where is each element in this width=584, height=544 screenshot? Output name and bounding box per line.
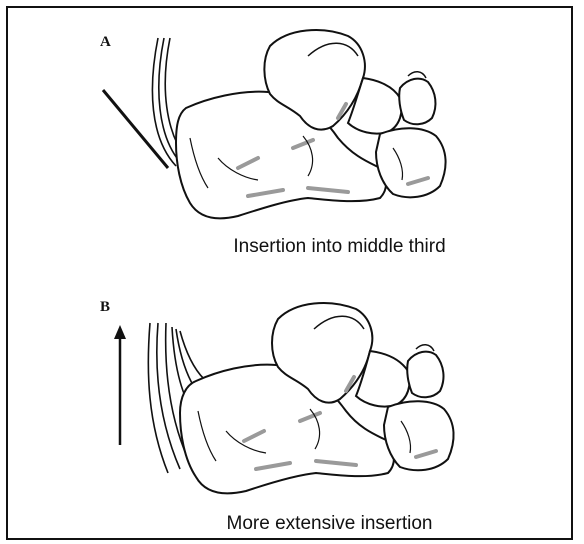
foot-bones-illustration-a (8, 8, 571, 273)
panel-b: B (8, 273, 571, 542)
cuneiform-b (407, 352, 443, 398)
cuboid-b (384, 401, 454, 470)
upward-arrow-icon (114, 325, 126, 445)
muscle-edge-line-a (103, 90, 168, 168)
cuboid-a (376, 128, 446, 197)
figure-frame: A (6, 6, 573, 540)
panel-a: A (8, 8, 571, 273)
cuneiform-a (399, 79, 435, 125)
foot-bones-illustration-b (8, 273, 571, 542)
caption-a: Insertion into middle third (8, 236, 571, 258)
caption-b: More extensive insertion (8, 513, 571, 535)
